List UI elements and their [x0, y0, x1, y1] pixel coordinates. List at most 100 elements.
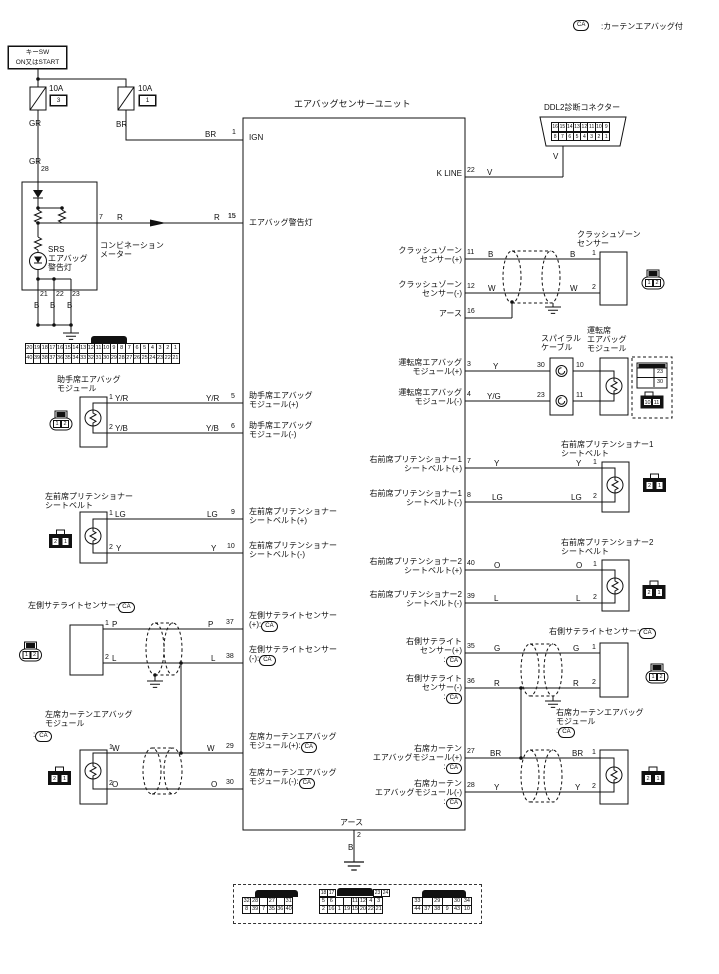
wire-color-label: Y	[494, 783, 500, 792]
connector-icon-cell: 2	[655, 280, 659, 286]
device-pin-1: 1	[109, 394, 113, 401]
wire-color-label: Y	[494, 459, 500, 468]
wire-color-label: L	[112, 654, 117, 663]
driver-airbag-spiral-cable-circuit	[465, 356, 673, 419]
left-pretensioner-circuit	[49, 511, 243, 564]
wire-color-label: GR	[29, 157, 41, 166]
wire-color-label: W	[570, 284, 578, 293]
spiral-pin-23: 23	[537, 392, 545, 399]
wire-color-label: W	[488, 284, 496, 293]
device-pin-1: 1	[109, 744, 113, 751]
unit-pin-1: 1	[232, 129, 236, 136]
wire-color-label: Y/B	[115, 424, 128, 433]
device-pin-2: 2	[109, 424, 113, 431]
connector-icon-cell: 1	[657, 483, 662, 489]
connector-cell: 9	[602, 122, 611, 132]
wire-color-label: V	[553, 152, 559, 161]
wire-color-label: P	[112, 620, 118, 629]
unit-label-driver-plus: 運転席エアバッグモジュール(+)	[398, 358, 462, 376]
spiral-pin-11: 11	[576, 392, 584, 399]
unit-label-driver-minus: 運転席エアバッグモジュール(-)	[398, 388, 462, 406]
wire-color-label: B	[348, 843, 354, 852]
wire-color-label: G	[573, 644, 580, 653]
device-pin-2: 2	[592, 679, 596, 686]
connector-lock-tab	[422, 890, 466, 897]
meter-pin-22: 22	[56, 291, 64, 298]
unit-label-passenger-plus: 助手席エアバッグモジュール(+)	[249, 391, 313, 409]
wire-color-label: Y	[493, 362, 499, 371]
left-curtain-airbag-circuit	[48, 747, 243, 805]
connector-detail-cell: 11	[653, 399, 660, 406]
meter-pin-23: 23	[72, 291, 80, 298]
unit-pin-6: 6	[231, 423, 235, 430]
combination-meter-title: コンビネーションメーター	[100, 241, 164, 259]
device-pin-2: 2	[109, 780, 113, 787]
wire-color-label: BR	[205, 130, 217, 139]
right-curtain-airbag-title: 右席カーテンエアバッグモジュール:CA	[556, 708, 644, 738]
unit-pin-9: 9	[231, 509, 235, 516]
device-pin-1: 1	[105, 620, 109, 627]
unit-pin-38: 38	[226, 653, 234, 660]
wire-color-label: R	[573, 679, 579, 688]
fuse1-number-box: 1	[139, 95, 156, 106]
spiral-pin-10: 10	[576, 362, 584, 369]
wire-color-label: R	[214, 213, 220, 222]
wire-color-label: LG	[492, 493, 503, 502]
unit-pin-12: 12	[467, 283, 475, 290]
unit-pin-3: 3	[467, 361, 471, 368]
key-switch-box: キーSW ON又はSTART	[8, 46, 67, 69]
device-pin-1: 1	[592, 644, 596, 651]
wire-color-label: Y/G	[487, 392, 501, 401]
device-pin-1: 1	[109, 510, 113, 517]
meter-pin-21: 21	[40, 291, 48, 298]
wire-color-label: O	[211, 780, 218, 789]
right-pretensioner2-circuit	[465, 559, 666, 612]
ddl2-title: DDL2診断コネクター	[544, 103, 621, 112]
combination-meter-circuit	[21, 76, 243, 340]
connector-icon-cell: 2	[52, 776, 57, 782]
connector-icon-cell: 2	[647, 483, 652, 489]
device-pin-1: 1	[593, 561, 597, 568]
connector-icon-cell: 1	[651, 674, 655, 680]
connector-icon-cell: 1	[63, 539, 68, 545]
crash-zone-sensor-circuit	[465, 250, 665, 319]
wire-color-label: O	[494, 561, 501, 570]
bottom-connector-panel	[233, 884, 482, 924]
connector-icon-cell: 1	[656, 776, 660, 782]
wire-color-label: W	[207, 744, 215, 753]
connector-icon-cell: 2	[647, 590, 651, 596]
unit-earth-label: アース	[340, 818, 364, 827]
wire-color-label: R	[117, 213, 123, 222]
wire-color-label: G	[494, 644, 501, 653]
connector-cell: 21	[171, 353, 180, 364]
connector-icon-cell: 2	[53, 539, 58, 545]
right-satellite-sensor-title: 右側サテライトセンサー:CA	[549, 627, 656, 639]
unit-label-passenger-minus: 助手席エアバッグモジュール(-)	[249, 421, 313, 439]
unit-pin-35: 35	[467, 643, 475, 650]
connector-icon-cell: 1	[55, 421, 59, 427]
device-pin-2: 2	[105, 654, 109, 661]
unit-pin-28: 28	[467, 782, 475, 789]
left-satellite-sensor-circuit	[19, 622, 243, 756]
unit-pin-11: 11	[467, 249, 475, 256]
left-pretensioner-title: 左前席プリテンショナーシートベルト	[45, 492, 133, 510]
unit-pin-39: 39	[467, 593, 475, 600]
ca-legend-badge: CA	[573, 20, 590, 31]
left-curtain-airbag-title: 左席カーテンエアバッグモジュール	[45, 710, 133, 728]
wire-color-label: Y/B	[206, 424, 219, 433]
connector-detail-cell: 23	[656, 369, 664, 375]
wire-color-label: O	[576, 561, 583, 570]
unit-label-ign: IGN	[249, 133, 264, 142]
wire-color-label: BR	[490, 749, 502, 758]
unit-pin-36: 36	[467, 678, 475, 685]
passenger-airbag-circuit	[49, 396, 243, 448]
unit-pin-37: 37	[226, 619, 234, 626]
unit-label-warning-lamp: エアバッグ警告灯	[249, 218, 313, 227]
device-pin-2: 2	[592, 284, 596, 291]
wire-color-label: LG	[571, 493, 582, 502]
